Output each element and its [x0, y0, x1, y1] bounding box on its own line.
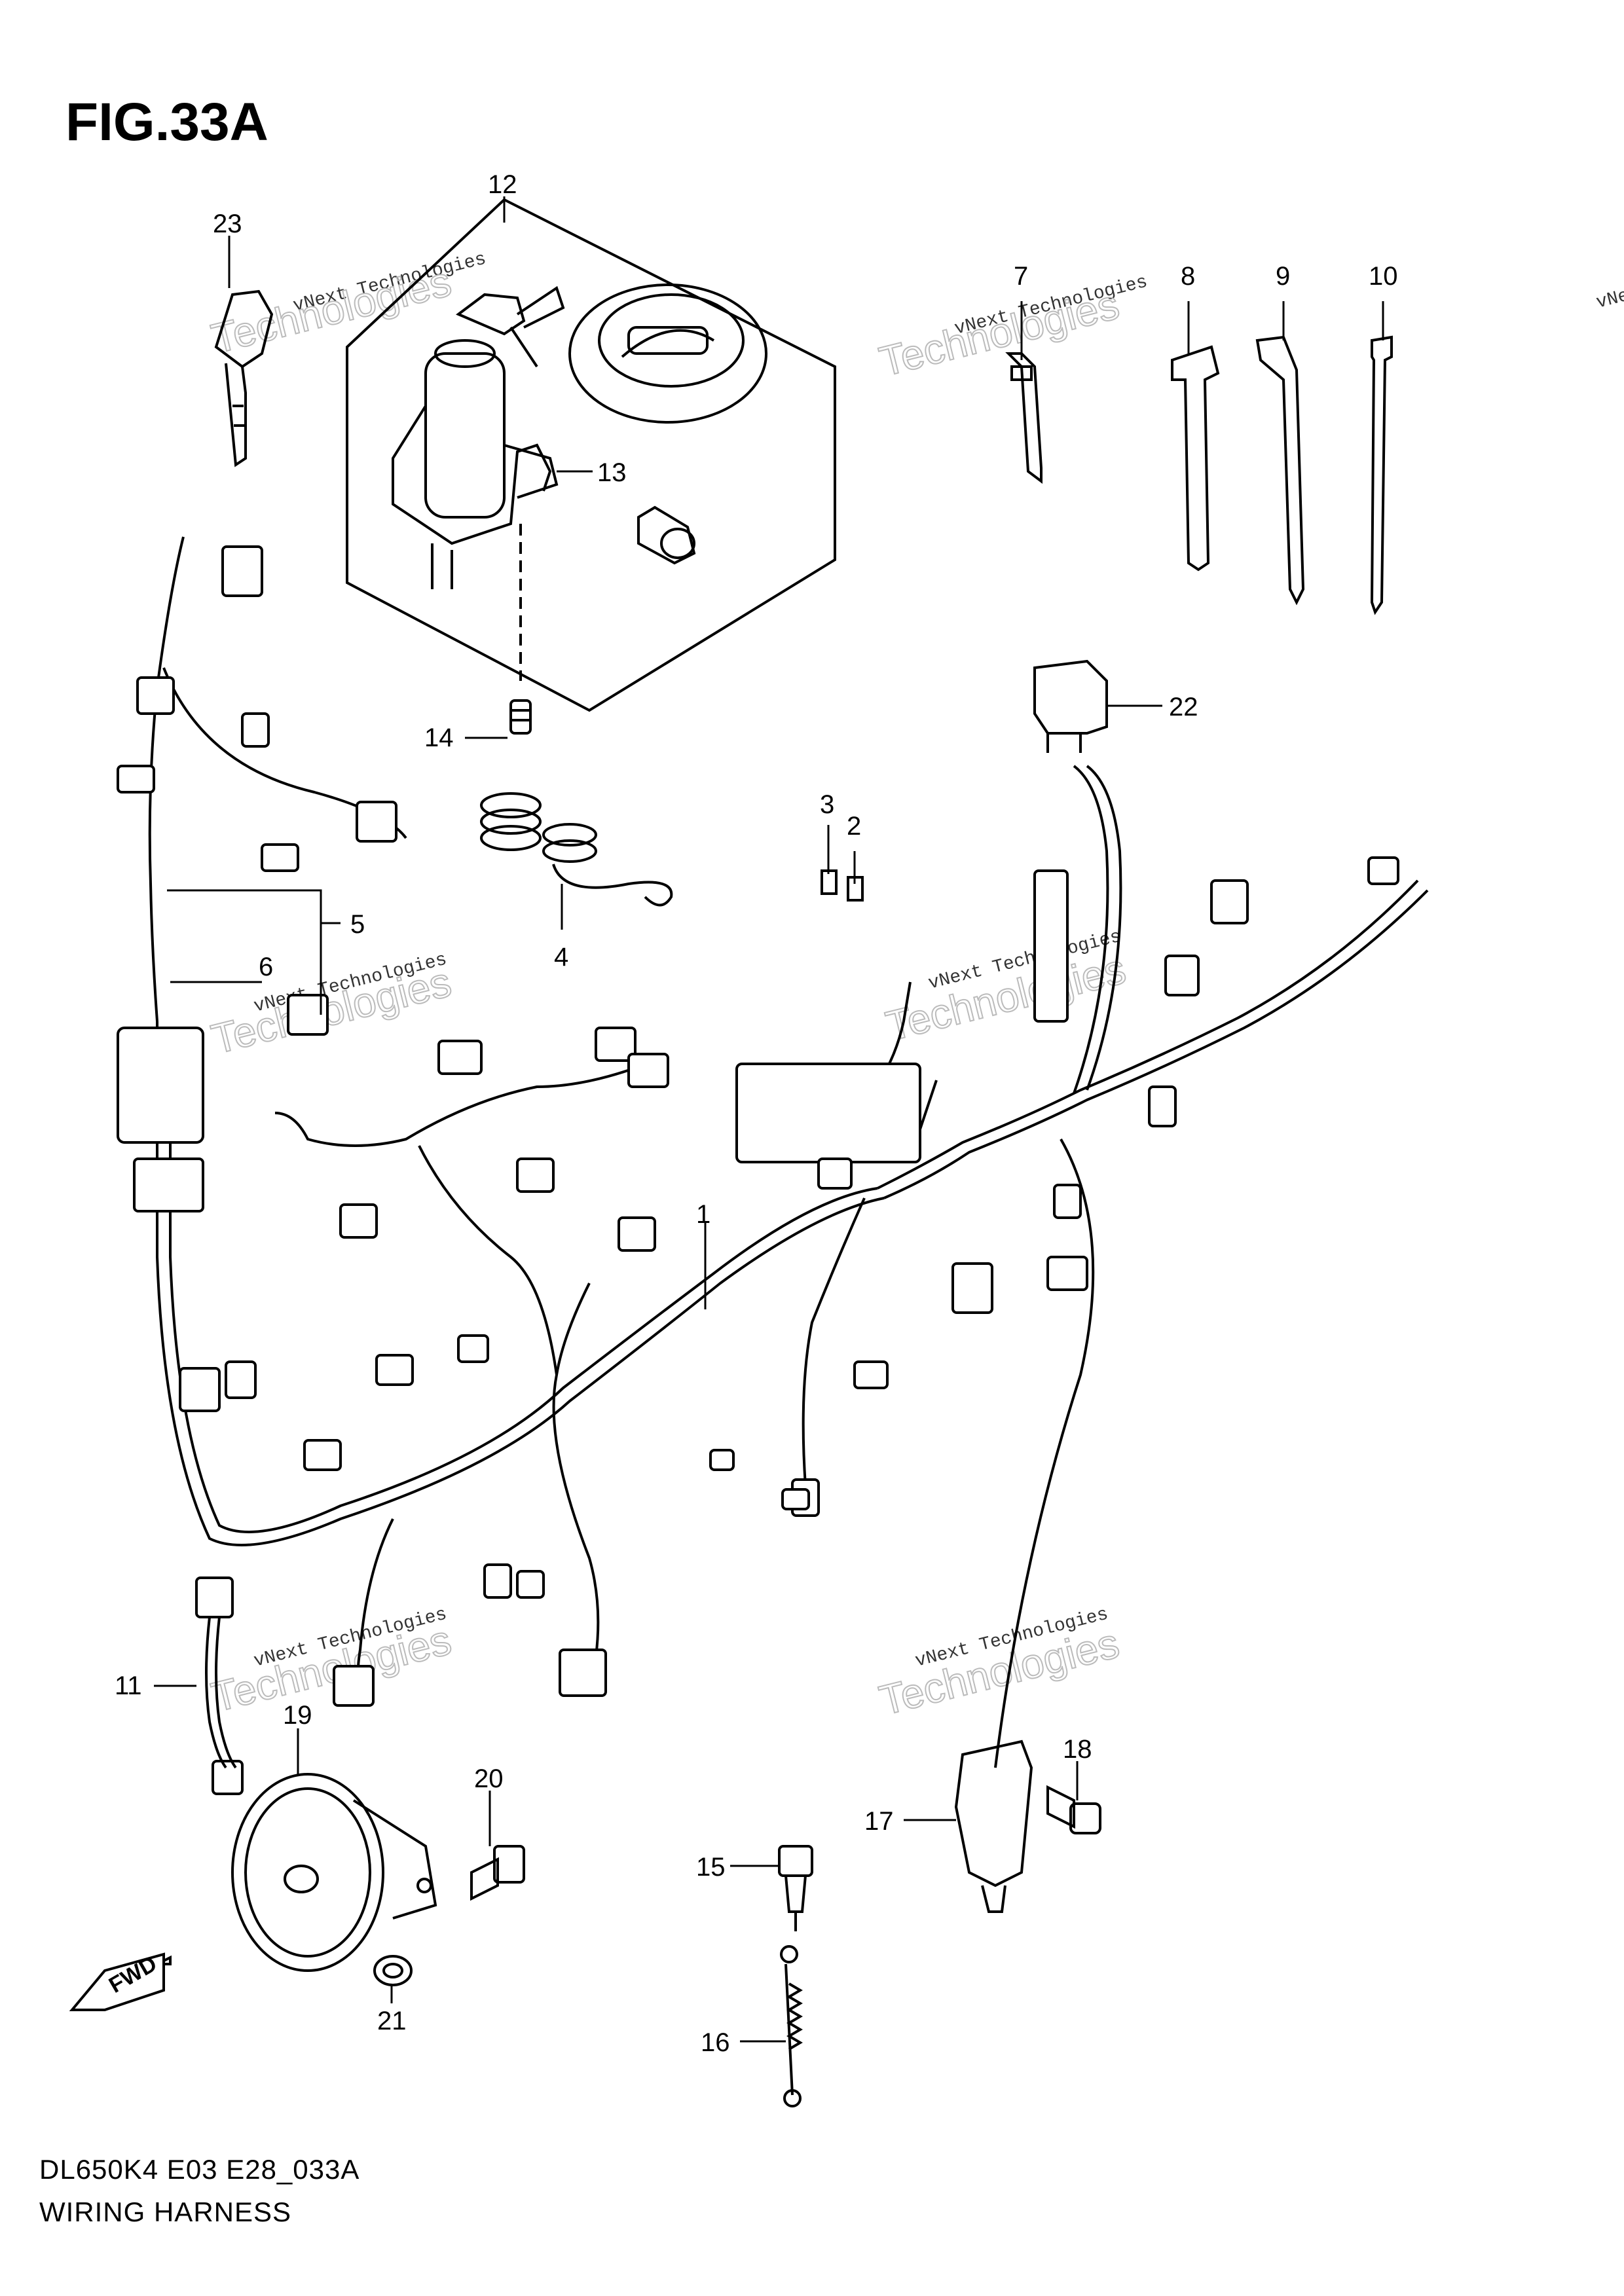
callout-17: 17	[864, 1807, 894, 1836]
main-wiring-harness-part-1	[148, 536, 1429, 1768]
fuse-box	[735, 1063, 921, 1163]
callout-7: 7	[1014, 262, 1028, 291]
model-code-caption: DL650K4 E03 E28_033A	[39, 2154, 360, 2185]
ignition-switch-body	[424, 352, 506, 519]
callout-3: 3	[820, 790, 834, 819]
watermark-big-mid-left: Technologies	[207, 958, 456, 1063]
bolt-part-18	[1046, 1785, 1101, 1834]
callout-15: 15	[696, 1853, 726, 1882]
clamp-part-7	[1005, 352, 1043, 484]
callout-labels: 1 2 3 4 5 6 7 8 9 10 11 12 13 14 15 16 1…	[115, 170, 1398, 2057]
callout-10: 10	[1369, 262, 1398, 291]
fuse-part-3	[821, 869, 838, 895]
connector-top	[221, 545, 263, 597]
callout-12: 12	[488, 170, 517, 199]
watermark-group: vNext Technologies Technologies vNext Te…	[206, 249, 1624, 1724]
callout-2: 2	[847, 812, 861, 841]
ignition-switch-set	[346, 198, 836, 735]
seat-lock-cylinder	[637, 505, 696, 565]
watermark-big-low-left: Technologies	[207, 1616, 456, 1721]
switch-part-15	[778, 1845, 813, 1931]
callout-6: 6	[259, 953, 273, 981]
clamps-and-ties	[1005, 335, 1393, 615]
figure-name-caption: WIRING HARNESS	[39, 2196, 292, 2227]
callout-leaders	[154, 196, 1384, 2043]
callout-4: 4	[554, 943, 568, 972]
connectors	[117, 545, 1399, 1795]
nut-part-21	[373, 1955, 413, 1986]
callout-14: 14	[424, 723, 454, 752]
screw-part-14	[509, 699, 532, 735]
combination-connector	[1033, 869, 1069, 1023]
sensor-part-17	[954, 1740, 1033, 1913]
callout-20: 20	[474, 1764, 504, 1793]
callout-21: 21	[377, 2007, 407, 2035]
horn-part-19	[231, 1773, 437, 1972]
spring-part-4	[480, 792, 673, 907]
ignition-bracket	[504, 444, 559, 499]
callout-11: 11	[115, 1671, 142, 1700]
fuses	[821, 869, 864, 902]
lead-wire-part-11	[205, 1616, 237, 1769]
tie-part-10	[1370, 335, 1393, 615]
watermark-big-top-mid: Technologies	[875, 280, 1124, 385]
callout-5: 5	[350, 910, 365, 939]
callout-19: 19	[283, 1701, 312, 1730]
callout-23: 23	[213, 210, 242, 238]
callout-22: 22	[1169, 693, 1198, 721]
figure-title: FIG.33A	[65, 92, 268, 152]
tie-part-9	[1255, 335, 1305, 606]
fuel-cap	[568, 283, 767, 424]
watermark-top-right: vNext	[1595, 280, 1624, 313]
relay-part-22	[1033, 659, 1108, 753]
spring-part-16	[780, 1945, 803, 2107]
callout-16: 16	[701, 2028, 730, 2057]
callout-18: 18	[1063, 1735, 1092, 1764]
ecm-unit-part-6	[117, 1027, 204, 1144]
bolt-part-20	[470, 1845, 525, 1901]
ignition-key-part-23	[214, 289, 274, 467]
callout-9: 9	[1276, 262, 1290, 291]
kit-outline	[346, 198, 836, 712]
callout-1: 1	[696, 1200, 710, 1229]
forward-direction-arrow: FWD	[69, 1951, 172, 2011]
callout-8: 8	[1181, 262, 1195, 291]
ignition-switch-housing	[392, 405, 552, 545]
clamp-part-8	[1171, 345, 1220, 572]
watermark-big-top-left: Technologies	[207, 257, 456, 362]
key-head	[456, 293, 526, 336]
callout-13: 13	[597, 458, 627, 487]
